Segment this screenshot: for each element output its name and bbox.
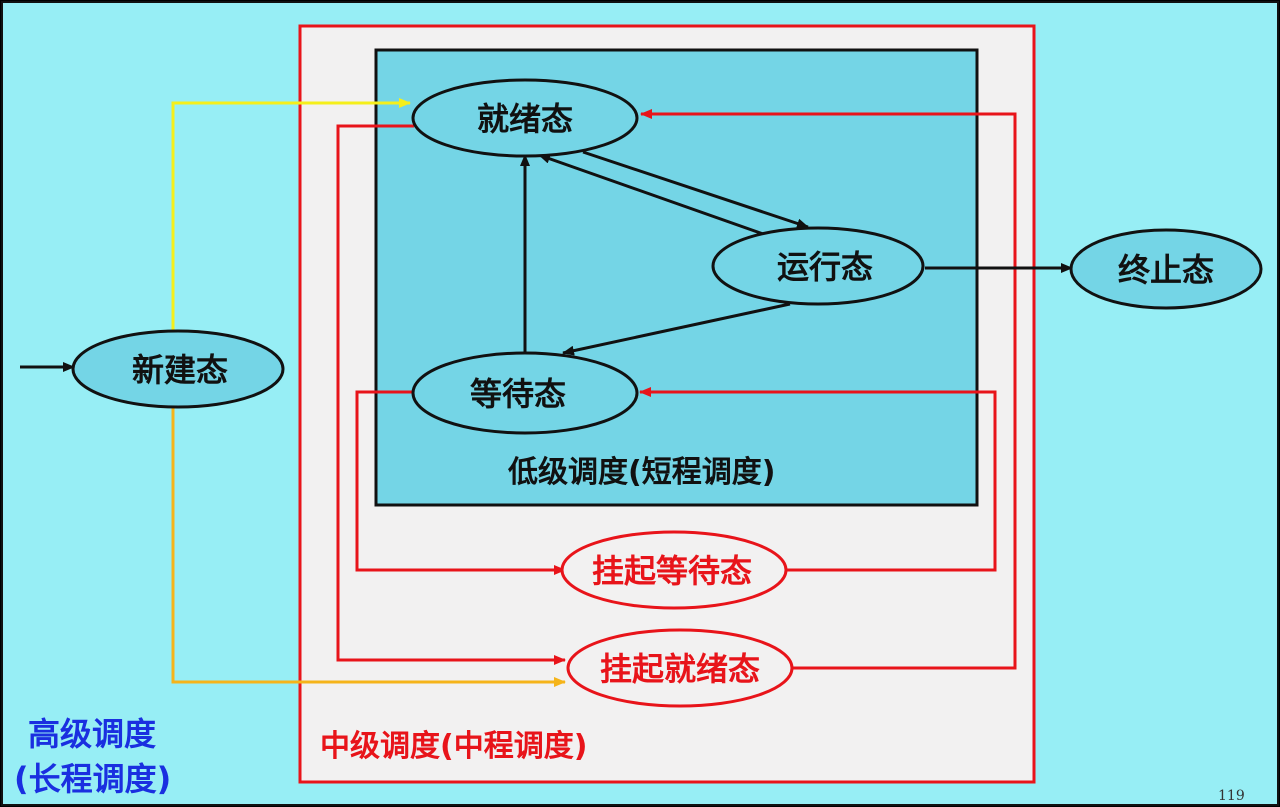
state-terminated-label: 终止态 — [1118, 251, 1214, 289]
state-new: 新建态 — [71, 329, 285, 409]
low-level-scheduling-label: 低级调度(短程调度) — [507, 455, 775, 490]
state-waiting-label: 等待态 — [470, 375, 566, 413]
arrow-suspended-waiting-to-waiting — [639, 387, 997, 572]
page-number: 119 — [1218, 788, 1245, 804]
arrow-suspended-ready-to-ready — [640, 109, 1017, 670]
mid-level-scheduling-label: 中级调度(中程调度) — [320, 729, 587, 764]
arrow-running-to-ready — [538, 153, 767, 237]
state-terminated: 终止态 — [1069, 228, 1263, 310]
high-level-scheduling-label: 高级调度 — [28, 715, 156, 753]
arrow-running-to-waiting — [562, 302, 791, 356]
arrow-waiting-to-suspended-waiting — [355, 390, 566, 575]
arrow-ready-to-running — [582, 150, 809, 229]
state-suspended-waiting-label: 挂起等待态 — [592, 552, 752, 590]
state-suspended-waiting: 挂起等待态 — [560, 530, 788, 610]
state-ready: 就绪态 — [411, 78, 639, 158]
state-ready-label: 就绪态 — [477, 100, 573, 138]
arrow-new-to-ready — [171, 98, 411, 330]
high-level-scheduling-sublabel: (长程调度) — [14, 760, 171, 798]
state-running: 运行态 — [711, 226, 925, 306]
state-suspended-ready: 挂起就绪态 — [566, 628, 794, 708]
state-suspended-ready-label: 挂起就绪态 — [600, 650, 760, 688]
arrow-ready-to-suspended-ready — [336, 124, 566, 665]
arrow-new-to-suspended-ready — [171, 407, 566, 687]
state-running-label: 运行态 — [777, 248, 873, 286]
state-new-label: 新建态 — [132, 351, 228, 389]
state-waiting: 等待态 — [411, 351, 639, 435]
